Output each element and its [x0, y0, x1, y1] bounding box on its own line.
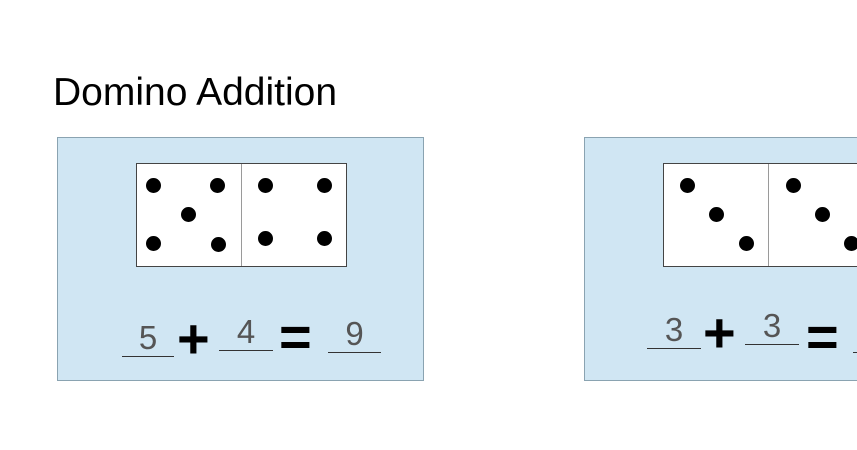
domino-pip [317, 231, 332, 246]
domino-tile-1 [136, 163, 347, 267]
domino-pip [844, 236, 857, 251]
sum-blank[interactable]: 9 [328, 316, 381, 353]
domino-pip [680, 178, 695, 193]
domino-pip [210, 178, 225, 193]
domino-pip [258, 231, 273, 246]
addend-1-blank[interactable]: 3 [647, 312, 701, 349]
equals-sign: = [279, 305, 312, 368]
addend-1-blank[interactable]: 5 [122, 320, 174, 357]
equals-sign: = [806, 305, 839, 368]
domino-pip [181, 207, 196, 222]
domino-pip [709, 207, 724, 222]
domino-pip [146, 236, 161, 251]
plus-sign: + [703, 301, 736, 364]
domino-divider [241, 164, 242, 266]
problem-card-2: 3 + 3 = [584, 137, 857, 381]
sum-blank[interactable] [853, 316, 857, 353]
domino-pip [146, 178, 161, 193]
domino-divider [768, 164, 769, 266]
domino-tile-2 [663, 163, 857, 267]
domino-pip [258, 178, 273, 193]
problem-card-1: 5 + 4 = 9 [57, 137, 424, 381]
plus-sign: + [177, 307, 210, 370]
domino-pip [317, 178, 332, 193]
addend-2-blank[interactable]: 3 [745, 308, 799, 345]
domino-pip [211, 237, 226, 252]
domino-pip [739, 236, 754, 251]
domino-pip [815, 207, 830, 222]
addend-2-blank[interactable]: 4 [219, 314, 273, 351]
domino-pip [786, 178, 801, 193]
page-title: Domino Addition [53, 71, 338, 114]
